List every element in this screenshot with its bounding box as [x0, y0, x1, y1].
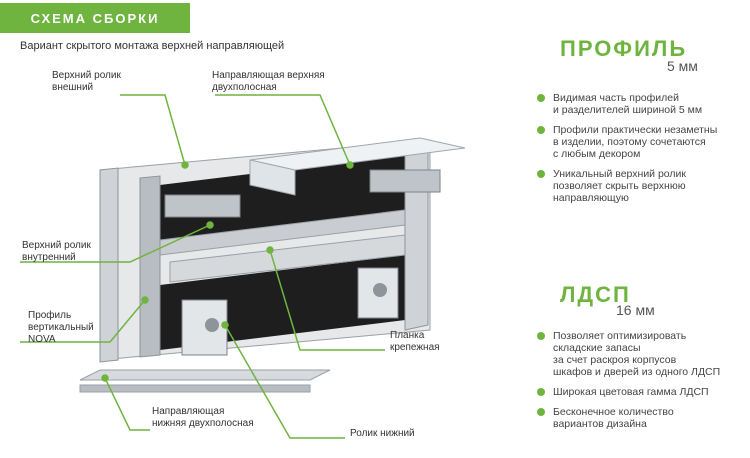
- bullet-line: Широкая цветовая гамма ЛДСП: [553, 386, 709, 398]
- label-line: внешний: [52, 82, 94, 93]
- label-line: внутренний: [22, 252, 76, 263]
- bottom-rail-shape-2: [79, 384, 311, 393]
- leader-mounting-strip: [269, 249, 385, 351]
- bullet-line: направляющую: [553, 192, 629, 204]
- label-top-roller-inner: Верхний ролик внутренний: [22, 240, 91, 264]
- subtitle: Вариант скрытого монтажа верхней направл…: [20, 40, 285, 52]
- bullet-dot-icon: [537, 408, 545, 416]
- bullet-dot-icon: [537, 94, 545, 102]
- list-item: Видимая часть профилей и разделителей ши…: [535, 92, 745, 116]
- bullet-line: вариантов дизайна: [553, 418, 647, 430]
- label-bottom-rail: Направляющая нижняя двухполосная: [152, 406, 254, 430]
- bullet-line: за счет раскроя корпусов: [553, 354, 677, 366]
- label-top-roller-outer: Верхний ролик внешний: [52, 70, 121, 94]
- label-top-rail: Направляющая верхняя двухполосная: [212, 70, 325, 94]
- profile-left-2: [139, 175, 161, 358]
- ldsp-size: 16 мм: [616, 302, 655, 318]
- header-band: СХЕМА СБОРКИ: [0, 3, 190, 33]
- bullet-dot-icon: [537, 126, 545, 134]
- bottom-roller-right-wheel: [373, 283, 387, 297]
- ldsp-bullets: Позволяет оптимизировать складские запас…: [535, 330, 747, 438]
- label-bottom-roller: Ролик нижний: [350, 428, 415, 440]
- leader-top-rail: [215, 94, 351, 166]
- list-item: Уникальный верхний ролик позволяет скрыт…: [535, 168, 745, 204]
- bullet-line: шкафов и дверей из одного ЛДСП: [553, 366, 721, 378]
- profile-title: ПРОФИЛЬ: [560, 36, 688, 61]
- label-line: крепежная: [390, 342, 440, 353]
- label-line: Верхний ролик: [52, 70, 121, 81]
- label-line: Верхний ролик: [22, 240, 91, 251]
- leader-profile-nova: [20, 299, 146, 343]
- profile-size: 5 мм: [667, 58, 698, 74]
- bullet-line: позволяет скрыть верхнюю: [553, 180, 686, 192]
- label-line: Направляющая: [152, 406, 225, 417]
- list-item: Бесконечное количество вариантов дизайна: [535, 406, 747, 430]
- leader-bottom-roller: [224, 324, 345, 439]
- label-line: двухполосная: [212, 82, 277, 93]
- bullet-dot-icon: [537, 170, 545, 178]
- bullet-line: Позволяет оптимизировать: [553, 330, 687, 342]
- bullet-line: Бесконечное количество: [553, 406, 674, 418]
- label-line: нижняя двухполосная: [152, 418, 254, 429]
- top-roller-inner-shape: [369, 169, 441, 193]
- label-profile-nova: Профиль вертикальный NOVA: [28, 310, 94, 346]
- label-line: Направляющая верхняя: [212, 70, 325, 81]
- label-line: вертикальный: [28, 322, 94, 333]
- bottom-roller-left-shape: [181, 299, 228, 356]
- profile-bullets: Видимая часть профилей и разделителей ши…: [535, 92, 745, 212]
- header-title: СХЕМА СБОРКИ: [30, 10, 160, 26]
- top-rail-front: [249, 159, 296, 196]
- top-roller-outer-shape: [164, 194, 241, 218]
- label-line: Ролик нижний: [350, 428, 415, 439]
- bottom-roller-left-wheel: [205, 318, 219, 332]
- bullet-line: и разделителей шириной 5 мм: [553, 104, 703, 116]
- bullet-line: Уникальный верхний ролик: [553, 168, 687, 180]
- label-mounting-strip: Планка крепежная: [390, 330, 440, 354]
- upper-panel: [160, 155, 405, 240]
- label-line: NOVA: [28, 334, 56, 345]
- bullet-dot-icon: [537, 388, 545, 396]
- label-line: Планка: [390, 330, 425, 341]
- bullet-line: Профили практически незаметны: [553, 124, 718, 136]
- leader-top-roller-inner: [20, 224, 211, 263]
- bottom-rail-shape: [79, 369, 331, 381]
- bullet-line: в изделии, поэтому сочетаются: [553, 136, 706, 148]
- ldsp-title: ЛДСП: [560, 282, 631, 307]
- leader-top-roller-outer: [120, 94, 186, 166]
- leader-bottom-rail: [104, 377, 150, 431]
- bullet-line: Видимая часть профилей: [553, 92, 679, 104]
- bullet-dot-icon: [537, 332, 545, 340]
- bullet-line: складские запасы: [553, 342, 641, 354]
- list-item: Профили практически незаметны в изделии,…: [535, 124, 745, 160]
- list-item: Позволяет оптимизировать складские запас…: [535, 330, 747, 378]
- bullet-line: с любым декором: [553, 148, 641, 160]
- list-item: Широкая цветовая гамма ЛДСП: [535, 386, 747, 398]
- profile-left: [99, 167, 119, 363]
- label-line: Профиль: [28, 310, 72, 321]
